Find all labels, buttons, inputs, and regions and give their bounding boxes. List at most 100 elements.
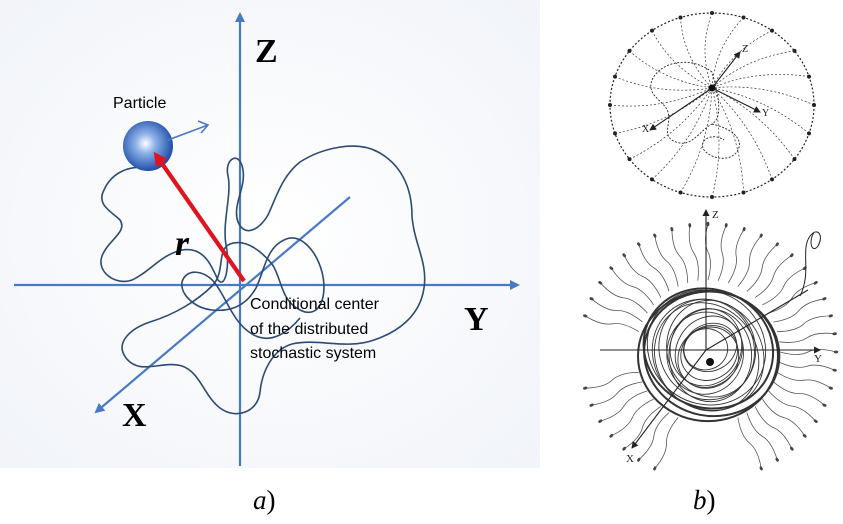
filament-head: [622, 446, 626, 451]
bottom-x-label: X: [626, 453, 634, 465]
filament-head: [790, 446, 794, 451]
random-walk-path: [100, 145, 426, 415]
filament-head: [833, 350, 839, 354]
filament-head: [822, 403, 827, 407]
filament-head: [790, 253, 794, 258]
filament: [773, 381, 825, 406]
sphere-rim-dot: [792, 48, 797, 53]
sphere-rim-dot: [710, 11, 714, 15]
filament: [623, 406, 662, 450]
sphere-meridian: [711, 86, 815, 106]
filament-head: [828, 386, 833, 390]
sphere-meridian: [711, 87, 720, 198]
bottom-x-axis: [631, 349, 707, 449]
filament-head: [637, 457, 641, 462]
sphere-meridian: [711, 30, 773, 89]
radial-filaments: [583, 221, 839, 471]
sphere-rim-dots: [608, 11, 816, 199]
sphere-rim-dot: [741, 15, 746, 20]
sphere-meridian: [680, 17, 713, 89]
x-axis-label: X: [122, 397, 147, 434]
particle-label: Particle: [113, 95, 166, 112]
filament: [768, 282, 816, 314]
top-x-label: X: [642, 124, 650, 135]
filament-head: [598, 281, 603, 285]
sphere-rim-dot: [613, 74, 617, 79]
sphere-rim-dot: [807, 131, 811, 136]
sphere-rim-dot: [770, 28, 774, 33]
sphere-inner-path: [650, 61, 720, 144]
sphere-rim-dot: [792, 157, 797, 162]
filament-head: [775, 242, 779, 247]
filament: [654, 235, 679, 287]
filament: [776, 371, 832, 389]
cluster-ring: [677, 326, 740, 389]
filament-head: [583, 314, 588, 318]
center-label-line-2: of the distributed: [250, 321, 368, 338]
filament-head: [637, 242, 641, 247]
sphere-meridian: [629, 50, 713, 89]
filament: [727, 228, 745, 284]
filament-head: [670, 227, 674, 232]
position-vector-r: [153, 151, 246, 283]
filament: [654, 417, 679, 469]
filament-head: [832, 368, 837, 372]
z-axis-label: Z: [255, 33, 278, 70]
sphere-meridian: [609, 87, 713, 107]
top-z-axis: [711, 51, 741, 89]
sphere-rim-dot: [807, 74, 811, 79]
filament-head: [802, 266, 807, 270]
cluster-ring: [669, 308, 743, 387]
filament-head: [759, 233, 763, 238]
filament-head: [724, 223, 728, 228]
sphere-meridian: [711, 87, 773, 180]
sphere-rim-dot: [770, 177, 774, 182]
filament: [638, 412, 670, 460]
filament-head: [802, 434, 807, 438]
filament: [623, 255, 662, 298]
bottom-y-label: Y: [814, 353, 822, 365]
filament-head: [742, 227, 746, 232]
center-label-line-1: Conditional center: [250, 296, 380, 313]
cluster-ring: [658, 298, 755, 401]
filament: [779, 332, 835, 343]
filament-head: [583, 386, 588, 390]
filament-head: [589, 403, 594, 407]
filament-head: [759, 466, 763, 471]
filament: [768, 390, 816, 422]
filament: [585, 371, 639, 389]
filament: [600, 282, 648, 314]
sphere-meridian: [651, 30, 713, 89]
filament: [591, 381, 643, 406]
sphere-meridian: [711, 17, 744, 89]
panel-b-bottom-cluster: Z Y X: [583, 209, 839, 471]
sphere-meridian: [680, 87, 713, 193]
sphere-rim-dot: [608, 103, 612, 107]
bottom-center-point: [706, 358, 714, 366]
filament: [762, 267, 805, 306]
filament: [773, 298, 825, 323]
sphere-rim-dot: [627, 48, 632, 53]
caption-a: a): [253, 485, 276, 516]
filament-head: [832, 332, 837, 336]
cluster-ring: [680, 324, 739, 381]
sphere-meridian: [711, 87, 795, 160]
filament: [737, 235, 762, 287]
cluster-ring: [666, 311, 745, 395]
caption-a-paren: ): [266, 485, 276, 515]
filament-head: [609, 434, 614, 438]
sphere-rim-dot: [741, 190, 746, 195]
filament-head: [653, 233, 657, 238]
filament-head: [589, 297, 594, 301]
cluster-ring: [643, 290, 781, 418]
filament: [671, 229, 689, 283]
cluster-rings: [637, 287, 781, 423]
filament-head: [822, 297, 827, 301]
sphere-rim-dot: [650, 177, 654, 182]
cluster-ring: [683, 322, 738, 373]
filament-head: [775, 457, 779, 462]
sphere-rim-dot: [710, 195, 714, 199]
filament-head: [706, 221, 710, 227]
filament: [746, 244, 778, 292]
